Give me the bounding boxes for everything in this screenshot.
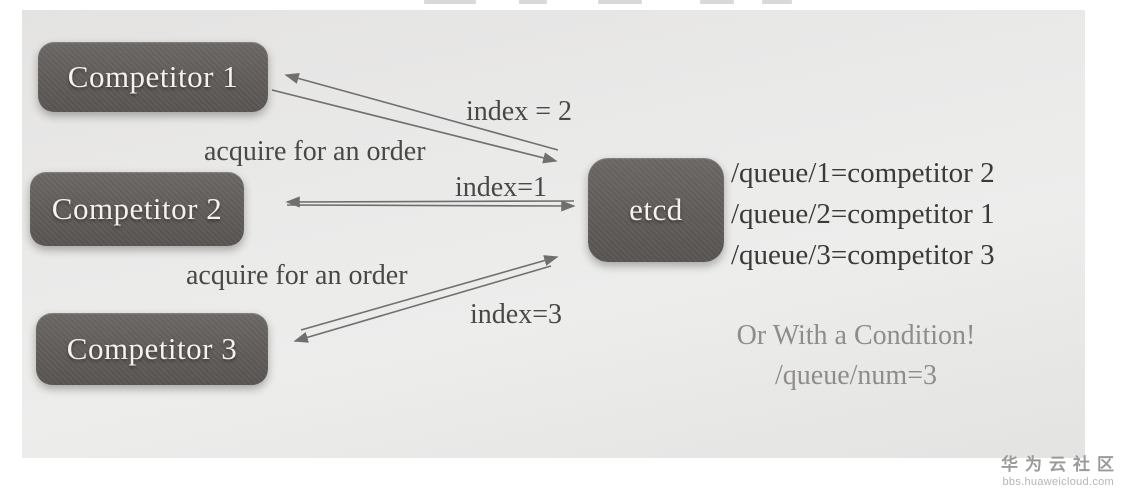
queue-entry-2: /queue/2=competitor 1 [731, 198, 995, 230]
edge-label-index-1: index=1 [455, 172, 547, 203]
cropped-title-remnant [424, 0, 476, 4]
cropped-title-remnant [598, 0, 642, 4]
watermark-site-name: 华为云社区 [1001, 455, 1121, 474]
edge-label-index-3: index=3 [470, 299, 562, 330]
edge-label-acquire-order-2: acquire for an order [186, 260, 408, 291]
cropped-title-remnant [519, 0, 547, 4]
node-etcd-label: etcd [629, 192, 683, 227]
queue-entry-1: /queue/1=competitor 2 [731, 157, 995, 189]
queue-entry-3: /queue/3=competitor 3 [731, 239, 995, 271]
cropped-title-remnant [700, 0, 734, 4]
condition-note: Or With a Condition! /queue/num=3 [688, 316, 1024, 396]
node-competitor-3: Competitor 3 [36, 313, 268, 385]
edge-label-acquire-order-1: acquire for an order [204, 136, 426, 167]
watermark: 华为云社区 bbs.huaweicloud.com [1001, 450, 1114, 488]
edge-label-index-2: index = 2 [466, 96, 572, 127]
etcd-queue-entries: /queue/1=competitor 2 /queue/2=competito… [731, 153, 995, 276]
node-competitor-2: Competitor 2 [30, 172, 244, 246]
watermark-site-url: bbs.huaweicloud.com [1002, 476, 1114, 488]
node-competitor-2-label: Competitor 2 [51, 191, 223, 226]
node-competitor-3-label: Competitor 3 [66, 331, 238, 366]
cropped-title-remnant [762, 0, 792, 4]
condition-note-line1: Or With a Condition! [736, 320, 976, 351]
node-competitor-1: Competitor 1 [38, 42, 268, 112]
node-competitor-1-label: Competitor 1 [67, 59, 239, 94]
node-etcd: etcd [588, 158, 724, 262]
condition-note-line2: /queue/num=3 [775, 360, 937, 391]
